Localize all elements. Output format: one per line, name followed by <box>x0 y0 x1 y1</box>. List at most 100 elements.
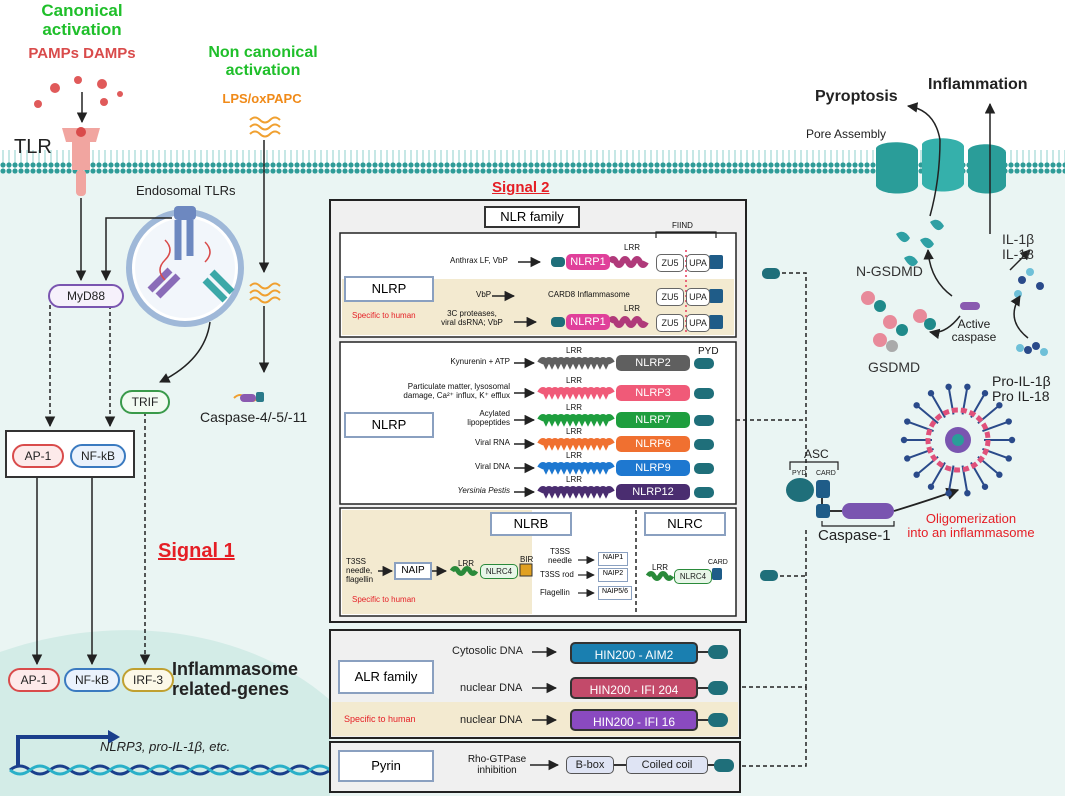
pyd-domain <box>694 463 714 474</box>
nlrp-row-stimulus: Kynurenin + ATP <box>450 357 510 366</box>
nlrp-row-lrr-label: LRR <box>566 427 583 436</box>
wheel-dot <box>904 418 911 425</box>
pamp-dots <box>34 76 123 108</box>
ifi16-domain: HIN200 - IFI 16 <box>570 709 698 731</box>
wheel-dot <box>964 489 971 497</box>
nlrc-title: NLRC <box>644 512 726 536</box>
nlrp-nacht-domain: NLRP12 <box>616 484 690 500</box>
nlrb-sub1-stimulus: T3SS needle <box>547 547 573 565</box>
nlrp-row-lrr-label: LRR <box>566 403 583 412</box>
wheel-dot <box>900 436 908 444</box>
nlrp-nacht-domain: NLRP6 <box>616 436 690 452</box>
alr-row1-stimulus: Cytosolic DNA <box>452 645 523 657</box>
upa-domain-row1: UPA <box>686 254 710 272</box>
nlrp-row-stimulus: Particulate matter, lysosomal damage, Ca… <box>403 382 510 400</box>
pore-assembly-label: Pore Assembly <box>806 127 887 141</box>
nlrp-row-lrr-label: LRR <box>566 346 583 355</box>
nlrp-row-lrr-label: LRR <box>566 451 583 460</box>
ifi204-domain: HIN200 - IFI 204 <box>570 677 698 699</box>
pyroptosis-label: Pyroptosis <box>815 88 898 105</box>
inflammasome-wheel-icon <box>900 383 1016 497</box>
wheel-dot <box>1005 455 1012 462</box>
naip56-node: NAIP5/6 <box>598 586 632 600</box>
nlrp-row-stimulus: Acylated lipopeptides <box>467 409 510 427</box>
lrr-domain <box>537 486 615 499</box>
caspase1-label: Caspase-1 <box>818 527 891 544</box>
pyd-domain <box>694 358 714 369</box>
endosomal-tlrs-label: Endosomal TLRs <box>136 183 236 198</box>
alr-row2-stimulus: nuclear DNA <box>460 682 523 694</box>
upa-domain-row2: UPA <box>686 288 710 306</box>
nlrb-lrr: LRR <box>458 559 475 568</box>
nlrb-sub2-stimulus: T3SS rod <box>540 570 574 579</box>
wheel-spoke <box>915 404 939 425</box>
gsdmd-label: GSDMD <box>868 359 921 375</box>
genes-example-label: NLRP3, pro-IL-1β, etc. <box>100 739 231 754</box>
lrr-domain <box>537 462 615 475</box>
lrr-domain <box>537 438 615 451</box>
bbox-domain: B-box <box>566 756 614 774</box>
inflammation-label: Inflammation <box>928 76 1028 93</box>
naip-node: NAIP <box>394 562 432 580</box>
zu5-domain-row2: ZU5 <box>656 288 684 306</box>
myd88-node: MyD88 <box>48 284 124 308</box>
asc-connectors <box>736 272 807 767</box>
caspase-4-5-11-label: Caspase-4/-5/-11 <box>200 409 308 425</box>
wheel-center <box>952 434 964 446</box>
tlr-receptor-icon <box>62 127 100 196</box>
nlrp1-row3-lrr: LRR <box>624 304 641 313</box>
tlr-label: TLR <box>14 136 52 158</box>
irf3-node: IRF-3 <box>122 668 174 692</box>
alr-graphics <box>532 645 728 727</box>
wheel-ring <box>925 407 991 473</box>
pyd-domain <box>694 415 714 426</box>
wheel-spoke <box>930 392 946 418</box>
wheel-spoke <box>930 462 946 488</box>
wheel-dot <box>913 471 920 478</box>
nlrp1-section-label: NLRP <box>344 276 434 302</box>
bir-label: BIR <box>520 555 534 564</box>
wheel-dot <box>1005 418 1012 425</box>
pyrin-graphics <box>530 759 734 772</box>
wheel-dot <box>945 383 952 391</box>
pyd-domain <box>694 388 714 399</box>
noncanonical-activation-title: Non canonical activation <box>208 44 318 79</box>
nlrp-nacht-domain: NLRP7 <box>616 412 690 428</box>
trif-node: TRIF <box>120 390 170 414</box>
nlrc-lrr: LRR <box>652 563 669 572</box>
nlrp-rows-graphics <box>514 357 714 499</box>
endosome-icon <box>126 206 244 327</box>
upa-domain-row3: UPA <box>686 314 710 332</box>
dna-helix-icon <box>9 764 331 776</box>
lps-label: LPS/oxPAPC <box>222 91 302 106</box>
nlrp-nacht-domain: NLRP3 <box>616 385 690 401</box>
nlrp1-row3-stimulus: 3C proteases, viral dsRNA; VbP <box>441 309 503 327</box>
nfkb-node-cytoplasm: NF-kB <box>70 444 126 468</box>
nlrp1-domain-row1: NLRP1 <box>566 254 610 270</box>
nlrp1-row1-lrr: LRR <box>624 243 641 252</box>
nlrc4-nlrb-domain: NLRC4 <box>480 564 518 579</box>
nlrp-row-stimulus: Viral RNA <box>475 438 510 447</box>
wheel-dot <box>981 390 989 397</box>
nlrp1-domain-row3: NLRP1 <box>566 314 610 330</box>
pyrin-stimulus: Rho-GTPase inhibition <box>467 754 527 776</box>
signal1-label: Signal 1 <box>158 540 235 562</box>
lrr-domain <box>537 387 615 400</box>
wheel-dot <box>1008 436 1016 444</box>
right-arrows <box>906 102 1031 339</box>
nlrp-nacht-domain: NLRP9 <box>616 460 690 476</box>
naip1-node: NAIP1 <box>598 552 628 566</box>
wheel-dot <box>927 390 935 397</box>
alr-family-title: ALR family <box>338 660 434 694</box>
lps-wave-icon <box>249 116 281 304</box>
caspase-4-icon <box>233 392 264 402</box>
nlrb-sub3-stimulus: Flagellin <box>540 588 570 597</box>
asc-label: ASC <box>804 447 829 461</box>
wheel-dot <box>996 402 1003 409</box>
specific-to-human-alr: Specific to human <box>344 714 416 724</box>
wheel-dot <box>964 383 971 391</box>
nlrp-row-stimulus: Viral DNA <box>475 462 510 471</box>
card8-inflammasome-label: CARD8 Inflammasome <box>548 290 630 299</box>
asc-caspase-graphics <box>786 461 960 527</box>
